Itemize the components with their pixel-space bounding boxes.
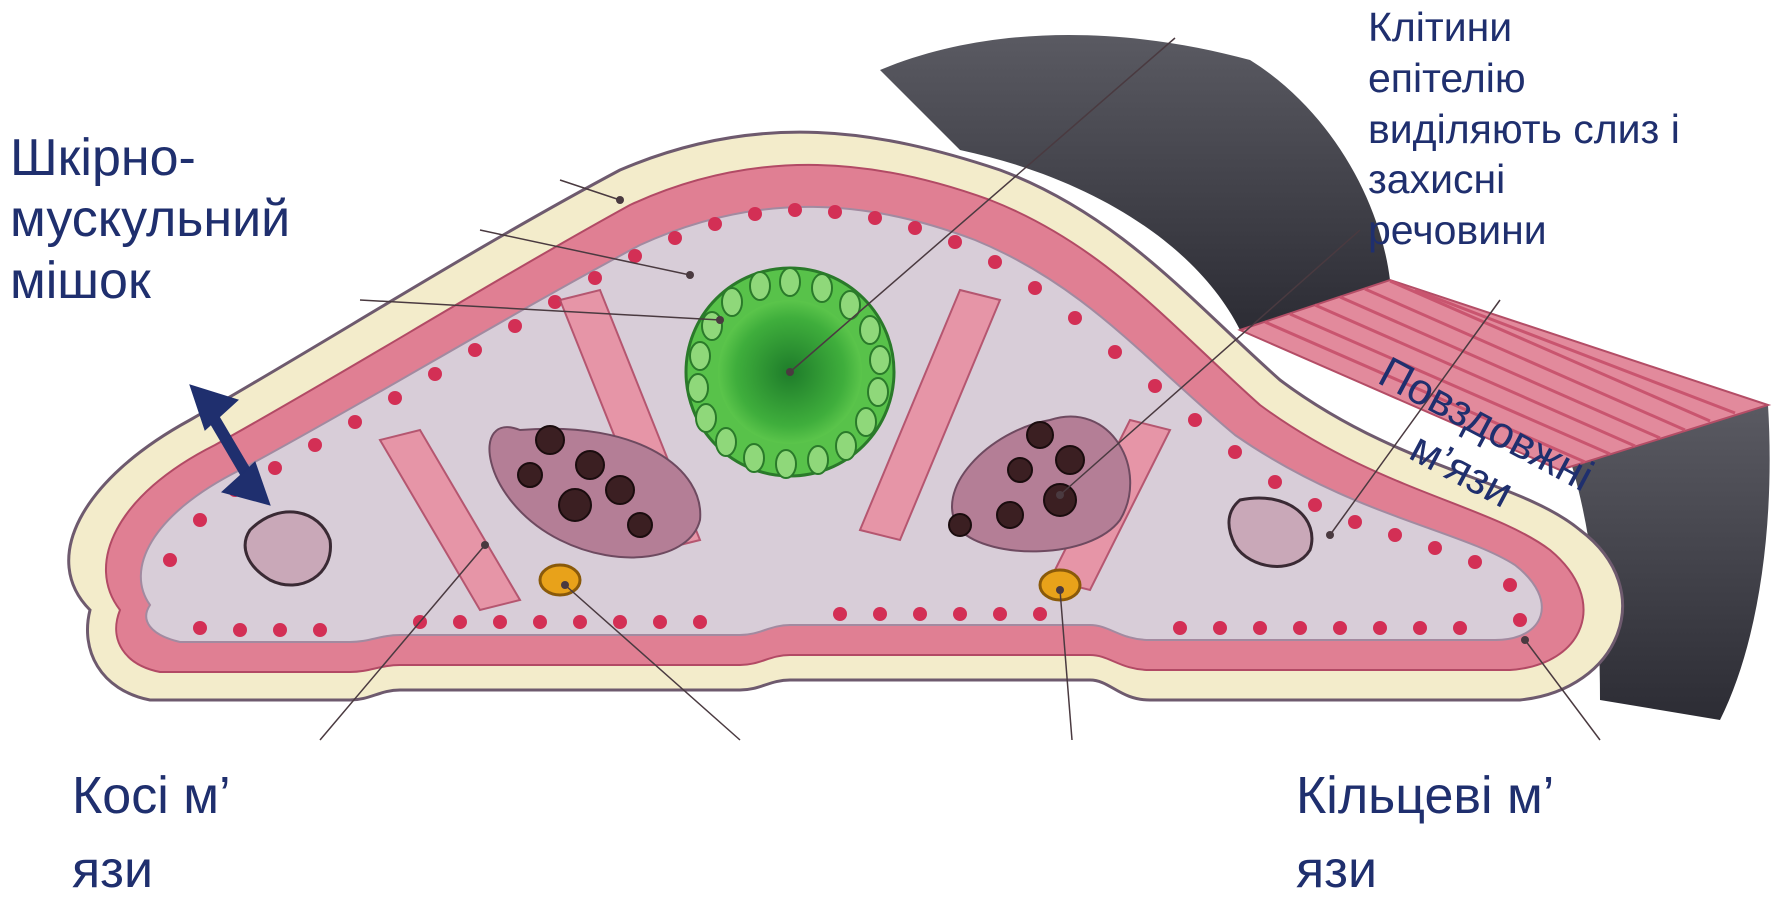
label-circular-muscles: Кільцеві м’ язи bbox=[1296, 760, 1636, 908]
label-epithelium-cells: Клітини епітелію виділяють слиз і захисн… bbox=[1368, 2, 1768, 256]
nerve-cord-left bbox=[540, 565, 580, 595]
label-skin-muscle-sac: Шкірно- мускульний мішок bbox=[10, 128, 370, 312]
label-oblique-muscles: Косі м’ язи bbox=[72, 760, 342, 908]
